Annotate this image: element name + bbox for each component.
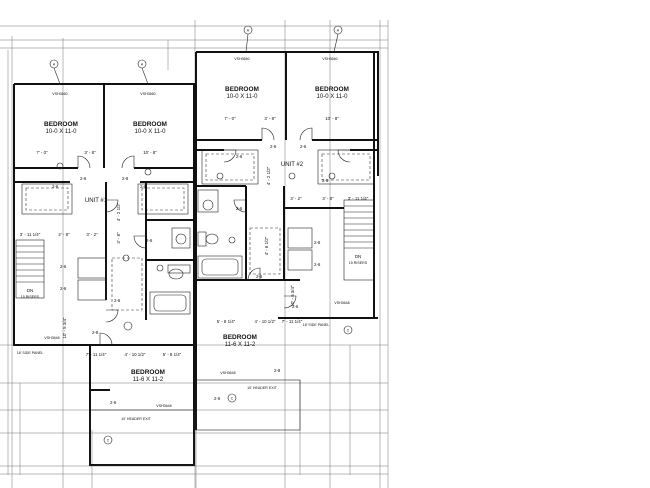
tag-a: A (141, 63, 144, 67)
stair-dn-label: DN (27, 288, 33, 293)
bedroom-1b-name: BEDROOM (133, 121, 167, 128)
unit-2 (195, 51, 379, 431)
stair-dn-label: DN (355, 254, 361, 259)
door-size-tag: 2-6 (52, 184, 59, 189)
unit-1-labels: BEDROOM 10-0 X 11-0 BEDROOM 10-0 X 11-0 … (20, 92, 182, 421)
door-size-tag: 2-8 (274, 368, 281, 373)
dimension-label: 7' - 0" (36, 150, 48, 155)
dimension-label: 3' - 11 1/4" (20, 232, 41, 237)
stair-treads (344, 205, 374, 249)
door-size-tag: 2-6 (314, 262, 321, 267)
dimension-label: 4' - 6 1/2" (264, 236, 269, 255)
unit-1 (13, 83, 195, 466)
bedroom-2a-name: BEDROOM (225, 86, 259, 93)
stair-note: 15 RISERS (349, 261, 368, 265)
bedroom-2c-size: 11-6 X 11-2 (225, 342, 256, 348)
header-exit-note: 10' HEADER EXIT (247, 386, 277, 390)
door-size-tag: 2-6 (114, 298, 121, 303)
door-size-tag: 2-6 (300, 144, 307, 149)
dimension-label: 7' - 0" (224, 116, 236, 121)
dimension-label: 3' - 2" (290, 196, 302, 201)
door-size-tag: 2-6 (60, 264, 67, 269)
dimension-label: 10' - 5 3/4" (62, 317, 67, 338)
dimension-label: 5' - 8 1/4" (217, 319, 236, 324)
tag-c: C (347, 329, 350, 333)
tag-a: A (247, 29, 250, 33)
door-size-tag: 2-6 (322, 178, 329, 183)
tag-c: C (107, 439, 110, 443)
window-label: VSH3660 (234, 57, 249, 61)
unit-2-label: UNIT #2 (281, 162, 304, 168)
dimension-label: 3' - 8" (264, 116, 276, 121)
panel-note: 18' SIDE PANEL (303, 323, 330, 327)
dimension-label: 3' - 8" (116, 232, 121, 244)
door-size-tag: 2-6 (146, 238, 153, 243)
dimension-label: 2' - 8" (58, 232, 70, 237)
bedroom-1c-size: 11-6 X 11-2 (133, 377, 164, 383)
door-size-tag: 2-6 (292, 304, 299, 309)
unit-2-labels: BEDROOM 10-0 X 11-0 BEDROOM 10-0 X 11-0 … (217, 57, 369, 390)
window-label: VSH3648 (156, 404, 171, 408)
dimension-label: 10' - 8" (143, 150, 157, 155)
door-size-tag: 2-6 (122, 176, 129, 181)
door-size-tag: 2-6 (60, 286, 67, 291)
bedroom-1a-size: 10-0 X 11-0 (46, 129, 78, 135)
door-size-tag: 2-6 (314, 240, 321, 245)
dimension-label: 4' - 2 1/2" (266, 166, 271, 185)
window-label: VSH3660 (52, 92, 67, 96)
dimension-label: 7' - 11 1/4" (86, 352, 107, 357)
bedroom-2a-size: 10-0 X 11-0 (227, 94, 259, 100)
door-size-tag: 2-6 (256, 274, 263, 279)
door-size-tag: 2-6 (140, 184, 147, 189)
bedroom-1c-name: BEDROOM (131, 369, 165, 376)
dimension-label: 4' - 10 1/2" (125, 352, 146, 357)
dimension-label: 4' - 10 1/2" (255, 319, 276, 324)
bedroom-2b-size: 10-0 X 11-0 (317, 94, 349, 100)
tag-a: A (337, 29, 340, 33)
fixture-markers (56, 162, 336, 272)
door-size-tag: 2-6 (80, 176, 87, 181)
window-label: VSH3648 (220, 371, 235, 375)
unit-1-label: UNIT #1 (85, 198, 108, 204)
door-size-tag: 2-8 (92, 330, 99, 335)
window-label: VSH3660 (322, 57, 337, 61)
door-size-tag: 2-6 (110, 400, 117, 405)
section-tags: A A A A C C C (49, 25, 353, 445)
stair-note: 15 RISERS (21, 295, 40, 299)
door-size-tag: 2-6 (236, 154, 243, 159)
tag-a: A (53, 63, 56, 67)
dimension-label: 7' - 11 1/4" (282, 319, 303, 324)
tag-c: C (231, 397, 234, 401)
dimension-label: 3' - 2" (86, 232, 98, 237)
dimension-label: 10' - 8" (325, 116, 339, 121)
dimension-label: 5' - 8 1/4" (163, 352, 182, 357)
dimension-label: 4' - 2 1/2" (116, 202, 121, 221)
window-label: VSH3648 (44, 336, 59, 340)
door-size-tag: 2-6 (270, 144, 277, 149)
panel-note: 18' SIDE PANEL (17, 351, 44, 355)
dimension-label: 3' - 11 1/4" (348, 196, 369, 201)
window-label: VSH3648 (334, 301, 349, 305)
dimension-label: 3' - 8" (84, 150, 96, 155)
bedroom-2b-name: BEDROOM (315, 86, 349, 93)
dimension-label: 3' - 8" (322, 196, 334, 201)
window-label: VSH3660 (140, 92, 155, 96)
door-tags: 2-6 2-6 2-6 2-6 2-6 2-6 2-6 2-6 2-8 2-6 … (52, 144, 329, 405)
bedroom-1a-name: BEDROOM (44, 121, 78, 128)
bedroom-1b-size: 10-0 X 11-0 (135, 129, 167, 135)
stair-treads (16, 245, 44, 283)
door-size-tag: 2-6 (236, 206, 243, 211)
door-size-tag: 2-6 (214, 396, 221, 401)
bedroom-2c-name: BEDROOM (223, 334, 257, 341)
dimension-label: 10' - 5 3/4" (290, 285, 295, 306)
header-exit-note: 10' HEADER EXIT (121, 417, 151, 421)
